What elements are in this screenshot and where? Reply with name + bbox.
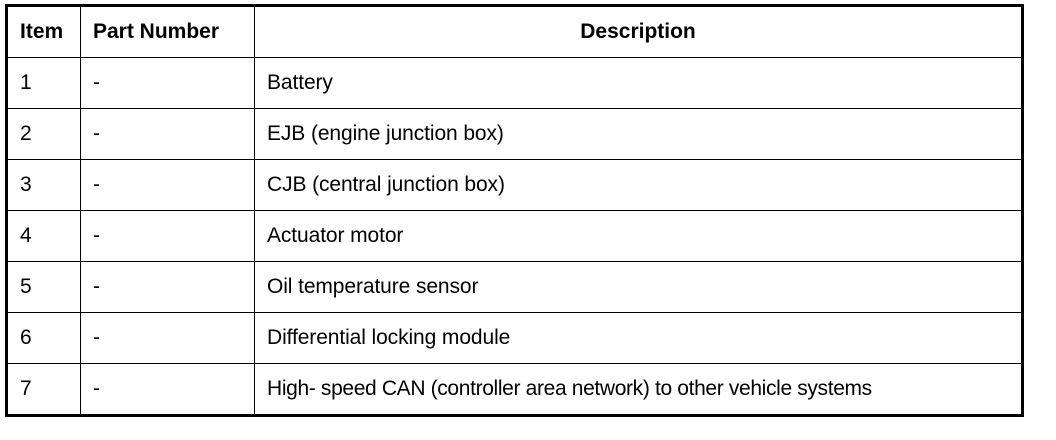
table-row: 7 - High- speed CAN (controller area net… [6,363,1023,416]
table-header: Item Part Number Description [6,5,1023,58]
table-row: 3 - CJB (central junction box) [6,159,1023,211]
cell-description: CJB (central junction box) [254,159,1023,211]
cell-item: 4 [6,210,81,262]
cell-description: EJB (engine junction box) [254,108,1023,160]
cell-part-number: - [80,363,255,416]
column-header-item: Item [6,5,81,58]
cell-description: Oil temperature sensor [254,261,1023,313]
cell-part-number: - [80,108,255,160]
table-row: 4 - Actuator motor [6,210,1023,262]
cell-description: Battery [254,57,1023,109]
cell-part-number: - [80,159,255,211]
table-header-row: Item Part Number Description [6,5,1023,58]
table-row: 6 - Differential locking module [6,312,1023,364]
cell-item: 1 [6,57,81,109]
table-row: 5 - Oil temperature sensor [6,261,1023,313]
cell-item: 6 [6,312,81,364]
cell-item: 5 [6,261,81,313]
cell-part-number: - [80,210,255,262]
cell-part-number: - [80,312,255,364]
column-header-part-number: Part Number [80,5,255,58]
cell-description: Differential locking module [254,312,1023,364]
cell-item: 3 [6,159,81,211]
cell-part-number: - [80,57,255,109]
cell-description: Actuator motor [254,210,1023,262]
table-row: 1 - Battery [6,57,1023,109]
cell-item: 7 [6,363,81,416]
parts-table: Item Part Number Description 1 - Battery… [5,4,1024,417]
table-body: 1 - Battery 2 - EJB (engine junction box… [6,57,1023,416]
cell-part-number: - [80,261,255,313]
cell-item: 2 [6,108,81,160]
cell-description: High- speed CAN (controller area network… [254,363,1023,416]
column-header-description: Description [254,5,1023,58]
table-row: 2 - EJB (engine junction box) [6,108,1023,160]
